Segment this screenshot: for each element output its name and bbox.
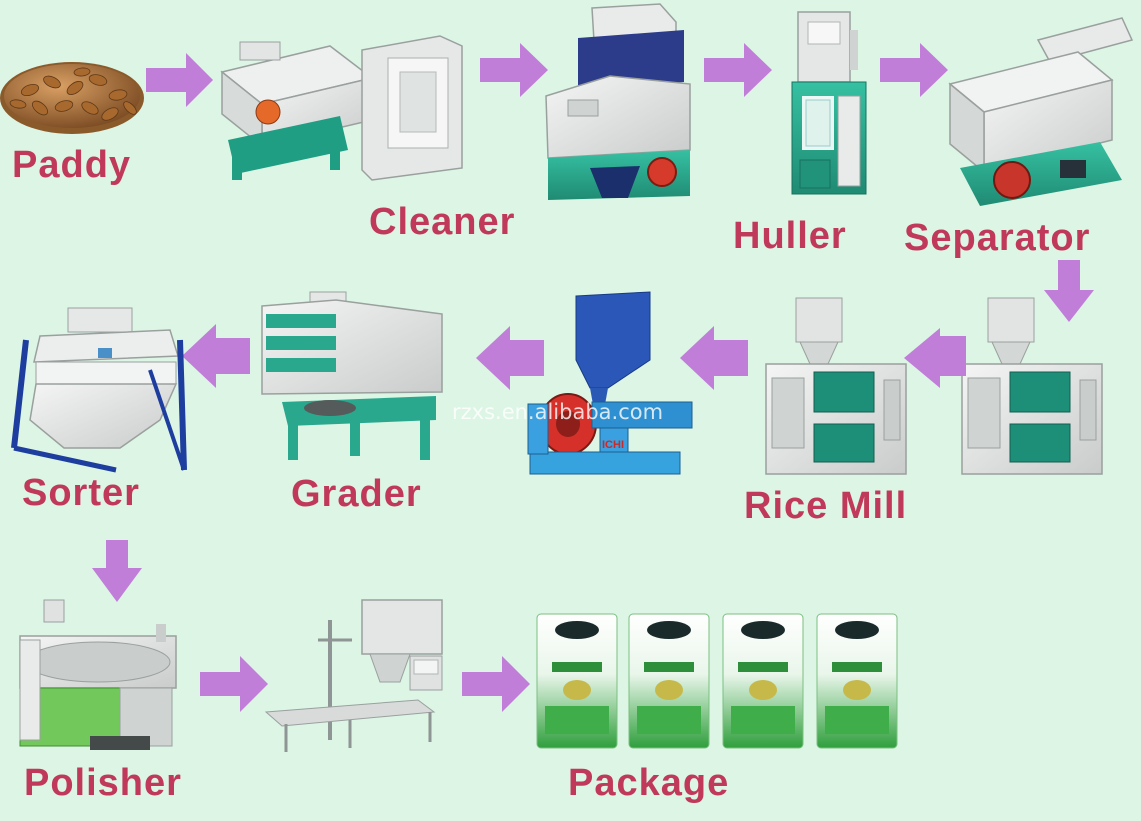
step-label-polisher: Polisher — [24, 762, 182, 804]
flow-arrow-icon — [92, 540, 142, 602]
flow-arrow-icon — [182, 324, 250, 388]
rice-polisher-icon — [19, 599, 177, 750]
flow-arrow-icon — [146, 53, 213, 107]
flow-arrow-icon — [462, 656, 530, 712]
rubber-roll-huller-icon — [791, 11, 867, 195]
flow-arrow-icon — [704, 43, 772, 97]
step-label-grader: Grader — [291, 473, 422, 515]
destoner-machine-icon — [545, 3, 691, 200]
rice-whitener-icon — [765, 297, 907, 475]
rice-bag-icon — [628, 613, 710, 749]
rice-grader-icon — [261, 291, 443, 460]
flow-arrow-icon — [880, 43, 948, 97]
rice-polisher-icon: ICHI — [527, 291, 693, 475]
paddy-separator-icon — [948, 17, 1134, 206]
rice-bag-icon — [816, 613, 898, 749]
rice-bag-icon — [536, 613, 618, 749]
flow-arrow-icon — [200, 656, 268, 712]
step-label-separator: Separator — [904, 217, 1090, 259]
packing-machine-icon — [264, 599, 443, 752]
step-label-cleaner: Cleaner — [369, 201, 515, 243]
vibrating-cleaner-icon — [220, 35, 463, 181]
rice-bag-icon — [722, 613, 804, 749]
svg-text:ICHI: ICHI — [602, 439, 624, 451]
step-label-package: Package — [568, 762, 729, 804]
paddy-grain-image — [0, 62, 144, 134]
step-label-rice-mill: Rice Mill — [744, 485, 907, 527]
flow-arrow-icon — [480, 43, 548, 97]
watermark: rzxs.en.alibaba.com — [452, 400, 663, 424]
color-sorter-icon — [11, 307, 187, 473]
step-label-sorter: Sorter — [22, 472, 140, 514]
flow-arrow-icon — [476, 326, 544, 390]
rice-whitener-icon — [961, 297, 1103, 475]
flow-arrow-icon — [904, 328, 966, 388]
flow-arrow-icon — [1044, 260, 1094, 322]
step-label-huller: Huller — [733, 215, 847, 257]
flow-arrow-icon — [680, 326, 748, 390]
step-label-paddy: Paddy — [12, 144, 131, 186]
